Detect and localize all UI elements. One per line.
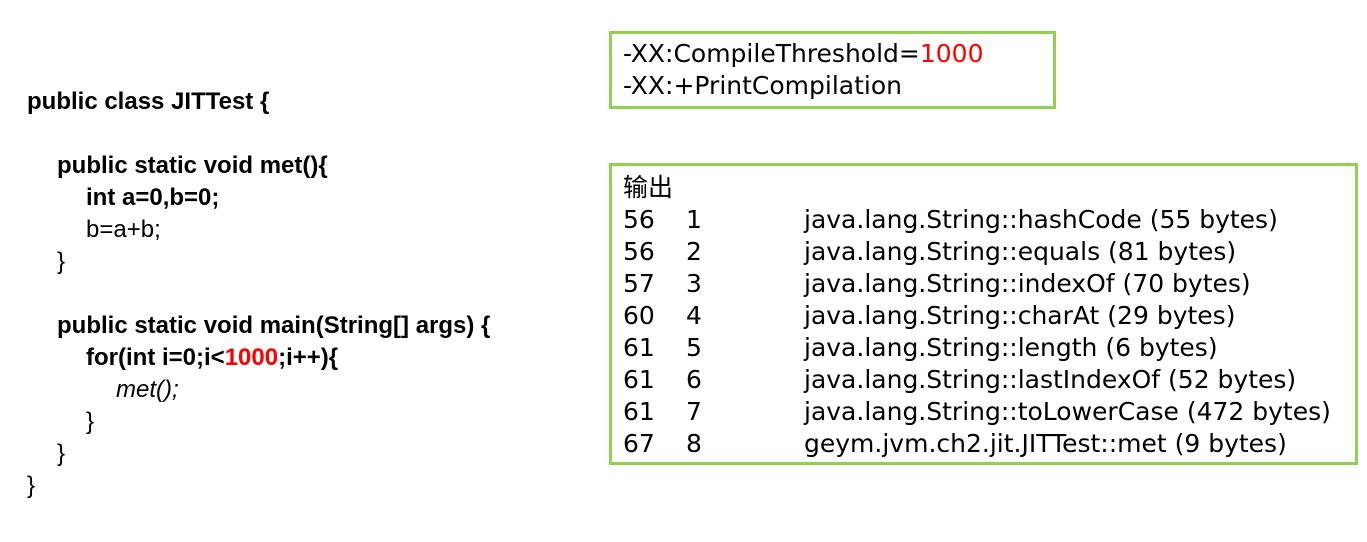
compiled-method: java.lang.String::toLowerCase (472 bytes… bbox=[804, 397, 1331, 426]
loop-count-value: 1000 bbox=[224, 344, 279, 371]
compile-time: 56 bbox=[623, 205, 655, 234]
code-line-main-close: } bbox=[57, 440, 66, 467]
compile-time: 61 bbox=[623, 397, 655, 426]
code-line-met-call: met(); bbox=[116, 376, 179, 403]
output-row: 61 7 java.lang.String::toLowerCase (472 by… bbox=[623, 396, 1355, 428]
compiled-method: java.lang.String::lastIndexOf (52 bytes) bbox=[804, 365, 1297, 394]
compile-id: 8 bbox=[686, 429, 702, 458]
code-line-for-loop: for(int i=0;i<1000;i++){ bbox=[27, 342, 490, 374]
compile-id: 5 bbox=[686, 333, 702, 362]
code-line-class-close: } bbox=[27, 472, 36, 499]
compile-threshold-flag: -XX:CompileThreshold=1000 bbox=[623, 38, 1053, 70]
output-title: 输出 bbox=[623, 173, 674, 202]
compile-time: 61 bbox=[623, 333, 655, 362]
code-line-main-decl: public static void main(String[] args) { bbox=[57, 312, 491, 339]
code-line-met-close: } bbox=[57, 248, 66, 275]
compile-id: 1 bbox=[686, 205, 702, 234]
code-line-met-decl: public static void met(){ bbox=[57, 152, 328, 179]
compile-threshold-value: 1000 bbox=[919, 39, 984, 68]
code-line-var-decl: int a=0,b=0; bbox=[86, 184, 220, 211]
compiled-method: java.lang.String::length (6 bytes) bbox=[804, 333, 1218, 362]
code-line-blank bbox=[27, 278, 490, 310]
output-row: 61 5 java.lang.String::length (6 bytes) bbox=[623, 332, 1355, 364]
compile-id: 3 bbox=[686, 269, 702, 298]
compile-id: 2 bbox=[686, 237, 702, 266]
compile-time: 61 bbox=[623, 365, 655, 394]
output-row: 67 8 geym.jvm.ch2.jit.JITTest::met (9 byte… bbox=[623, 428, 1355, 460]
compiled-method: java.lang.String::equals (81 bytes) bbox=[804, 237, 1237, 266]
code-line-assign: b=a+b; bbox=[86, 216, 161, 243]
for-loop-prefix: for(int i=0;i< bbox=[86, 344, 225, 371]
compile-time: 60 bbox=[623, 301, 655, 330]
output-row: 56 2 java.lang.String::equals (81 bytes) bbox=[623, 236, 1355, 268]
output-row: 61 6 java.lang.String::lastIndexOf (52 byt… bbox=[623, 364, 1355, 396]
compiled-method: java.lang.String::charAt (29 bytes) bbox=[804, 301, 1236, 330]
output-row: 56 1 java.lang.String::hashCode (55 bytes) bbox=[623, 204, 1355, 236]
compiled-method: java.lang.String::indexOf (70 bytes) bbox=[804, 269, 1251, 298]
compile-time: 57 bbox=[623, 269, 655, 298]
compiled-method: java.lang.String::hashCode (55 bytes) bbox=[804, 205, 1278, 234]
compile-id: 7 bbox=[686, 397, 702, 426]
code-line-class-decl: public class JITTest { bbox=[27, 88, 270, 115]
output-row: 57 3 java.lang.String::indexOf (70 bytes) bbox=[623, 268, 1355, 300]
compile-time: 56 bbox=[623, 237, 655, 266]
compile-time: 67 bbox=[623, 429, 655, 458]
compiled-method: geym.jvm.ch2.jit.JITTest::met (9 bytes) bbox=[804, 429, 1287, 458]
output-row: 60 4 java.lang.String::charAt (29 bytes) bbox=[623, 300, 1355, 332]
code-line-blank bbox=[27, 118, 490, 150]
jvm-flags-box: -XX:CompileThreshold=1000 -XX:+PrintComp… bbox=[609, 31, 1056, 109]
compile-threshold-label: -XX:CompileThreshold= bbox=[623, 39, 920, 68]
for-loop-suffix: ;i++){ bbox=[278, 344, 339, 371]
compile-id: 4 bbox=[686, 301, 702, 330]
code-line-for-close: } bbox=[86, 408, 95, 435]
print-compilation-flag: -XX:+PrintCompilation bbox=[623, 71, 902, 100]
code-block: public class JITTest { public static voi… bbox=[27, 86, 490, 502]
compile-id: 6 bbox=[686, 365, 702, 394]
